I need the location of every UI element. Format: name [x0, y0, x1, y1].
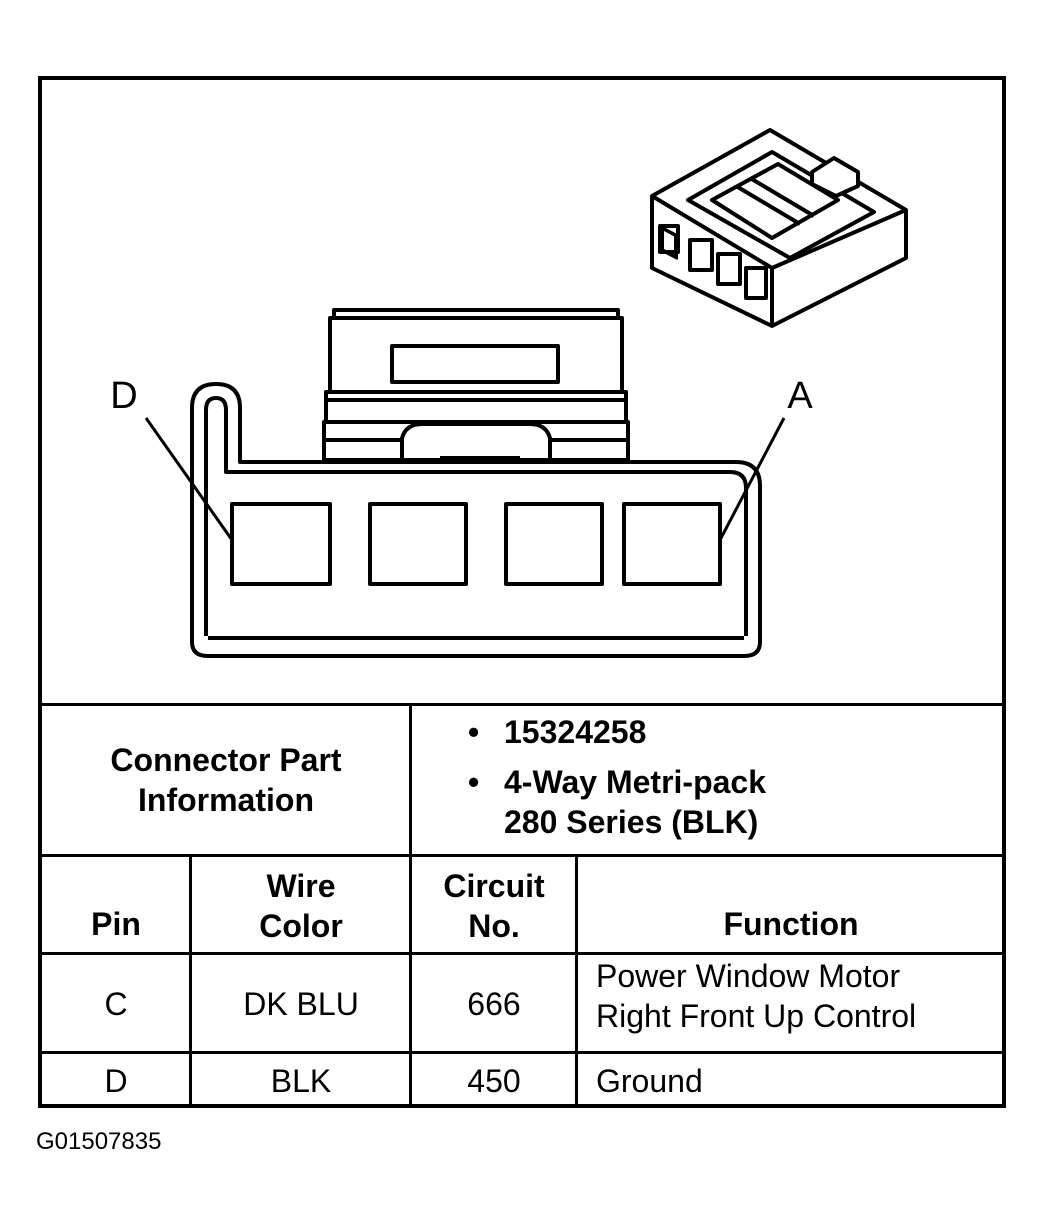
header-circuit-no: Circuit No. — [412, 864, 576, 948]
connector-illustration — [144, 128, 908, 658]
table-divider — [40, 952, 1004, 955]
table-divider — [40, 854, 1004, 857]
function-line: Power Window Motor — [596, 958, 901, 994]
bullet-icon: • — [468, 764, 480, 800]
table-divider — [40, 703, 1004, 706]
info-label-line: Information — [138, 782, 314, 818]
header-line: Circuit — [443, 868, 545, 904]
figure-id: G01507835 — [36, 1128, 162, 1155]
description-line: 4-Way Metri-pack — [504, 764, 766, 800]
row-wire-color: DK BLU — [243, 986, 359, 1022]
connector-description: 4-Way Metri-pack 280 Series (BLK) — [504, 762, 766, 842]
table-divider — [189, 856, 192, 1105]
pin-label-a: A — [787, 375, 813, 417]
table-divider — [40, 1051, 1004, 1054]
connector-info-label: Connector Part Information — [42, 740, 410, 820]
connector-info-list: • 15324258 • 4-Way Metri-pack 280 Series… — [468, 712, 766, 842]
row-pin: C — [104, 986, 128, 1022]
bullet-icon: • — [468, 714, 480, 750]
header-line: Wire — [266, 868, 336, 904]
row-circuit: 666 — [467, 986, 521, 1022]
header-pin: Pin — [91, 906, 141, 942]
info-bullet: • 15324258 — [468, 712, 766, 752]
row-wire-color: BLK — [270, 1063, 332, 1099]
table-divider — [409, 705, 412, 1105]
header-wire-color: Wire Color — [192, 864, 410, 948]
info-bullet: • 4-Way Metri-pack 280 Series (BLK) — [468, 762, 766, 842]
function-line: Right Front Up Control — [596, 998, 917, 1034]
connector-face — [190, 308, 762, 658]
description-line: 280 Series (BLK) — [504, 804, 759, 840]
header-line: Color — [259, 908, 343, 944]
info-label-line: Connector Part — [110, 742, 342, 778]
pin-label-d: D — [110, 375, 138, 417]
leader-line-a — [718, 417, 786, 541]
row-circuit: 450 — [467, 1063, 521, 1099]
row-pin: D — [104, 1063, 128, 1099]
row-function: Ground — [596, 1063, 703, 1099]
row-function: Power Window Motor Right Front Up Contro… — [578, 956, 1004, 1052]
leader-line-d — [144, 417, 234, 541]
diagram-frame — [38, 76, 1006, 1108]
header-function: Function — [723, 906, 859, 942]
part-number: 15324258 — [504, 714, 647, 750]
header-line: No. — [468, 908, 520, 944]
table-divider — [575, 856, 578, 1105]
connector-3d-icon — [650, 128, 908, 328]
